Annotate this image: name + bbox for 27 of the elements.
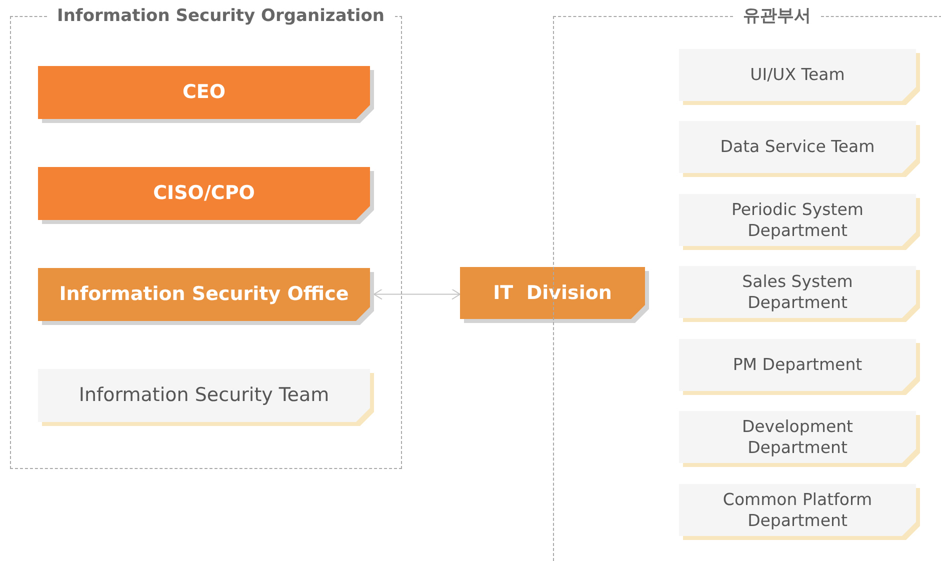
team-label: Periodic System Department <box>730 198 864 242</box>
role-box <box>460 267 649 323</box>
team-box <box>679 411 920 467</box>
role-box <box>38 167 374 224</box>
team-box <box>679 266 920 322</box>
team-label: Common Platform Department <box>722 488 874 532</box>
role-label: IT Division <box>493 280 612 306</box>
team-label: UI/UX Team <box>750 64 845 86</box>
team-box <box>679 339 920 395</box>
role-label: CISO/CPO <box>153 181 255 206</box>
team-box <box>679 49 920 105</box>
team-box <box>679 121 920 177</box>
role-label: CEO <box>182 80 226 105</box>
team-box <box>679 194 920 250</box>
team-label: Data Service Team <box>720 136 875 158</box>
team-label: Information Security Team <box>78 383 330 408</box>
team-label: Development Department <box>740 416 854 458</box>
role-box <box>38 268 374 325</box>
group-title: Information Security Organization <box>56 6 386 26</box>
team-label: Sales System Department <box>741 270 854 314</box>
team-label: PM Department <box>732 354 862 376</box>
connector-arrow <box>374 288 460 300</box>
team-box <box>679 484 920 540</box>
team-box <box>38 369 374 426</box>
role-label: Information Security Office <box>59 282 349 307</box>
group-title: 유관부서 <box>742 6 812 26</box>
role-box <box>38 66 374 123</box>
